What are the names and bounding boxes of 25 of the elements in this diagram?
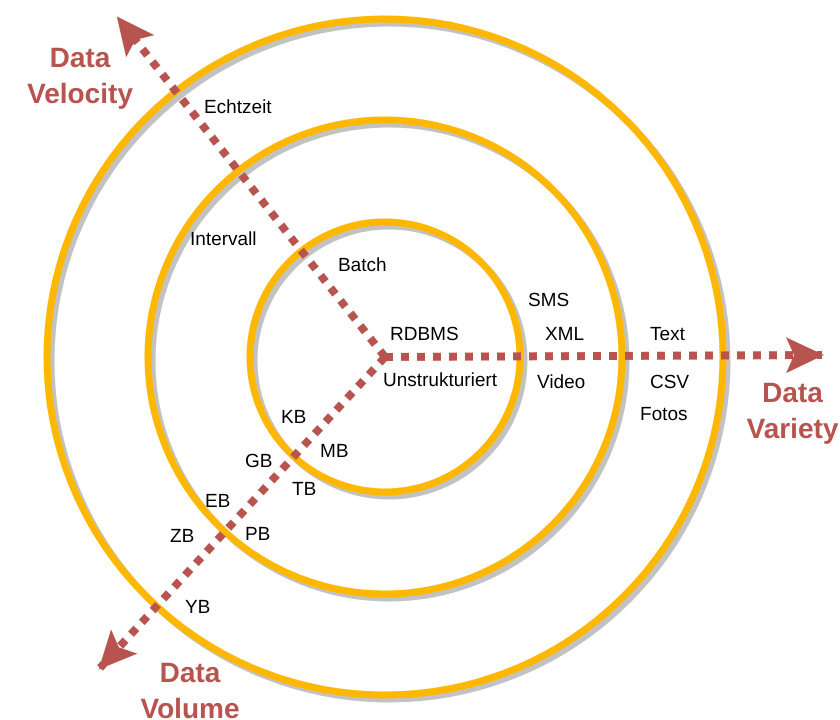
scale-label: Text [650, 324, 685, 346]
scale-label: Unstrukturiert [383, 370, 498, 392]
scale-label: Batch [338, 255, 387, 277]
scale-label: XML [545, 324, 584, 346]
scale-label: Intervall [190, 229, 257, 251]
dotted-arrow [384, 337, 824, 374]
scale-label: Video [537, 372, 586, 394]
scale-label: Echtzeit [204, 97, 272, 119]
scale-label: YB [185, 597, 210, 619]
scale-label: PB [245, 524, 270, 546]
scale-label: MB [320, 441, 348, 463]
axis-title: Data Volume [139, 656, 241, 720]
dotted-arrow [114, 16, 388, 360]
scale-label: EB [205, 491, 230, 513]
scale-label: KB [281, 407, 306, 429]
scale-label: RDBMS [390, 324, 459, 346]
scale-label: ZB [170, 526, 194, 548]
scale-label: TB [292, 479, 316, 501]
scale-label: SMS [528, 290, 570, 312]
scale-label: Fotos [640, 404, 688, 426]
axis-title: Data Variety [746, 376, 840, 446]
scale-label: GB [245, 451, 272, 473]
dotted-arrow [97, 354, 388, 671]
axis-title: Data Velocity [26, 41, 134, 111]
scale-label: CSV [650, 372, 690, 394]
